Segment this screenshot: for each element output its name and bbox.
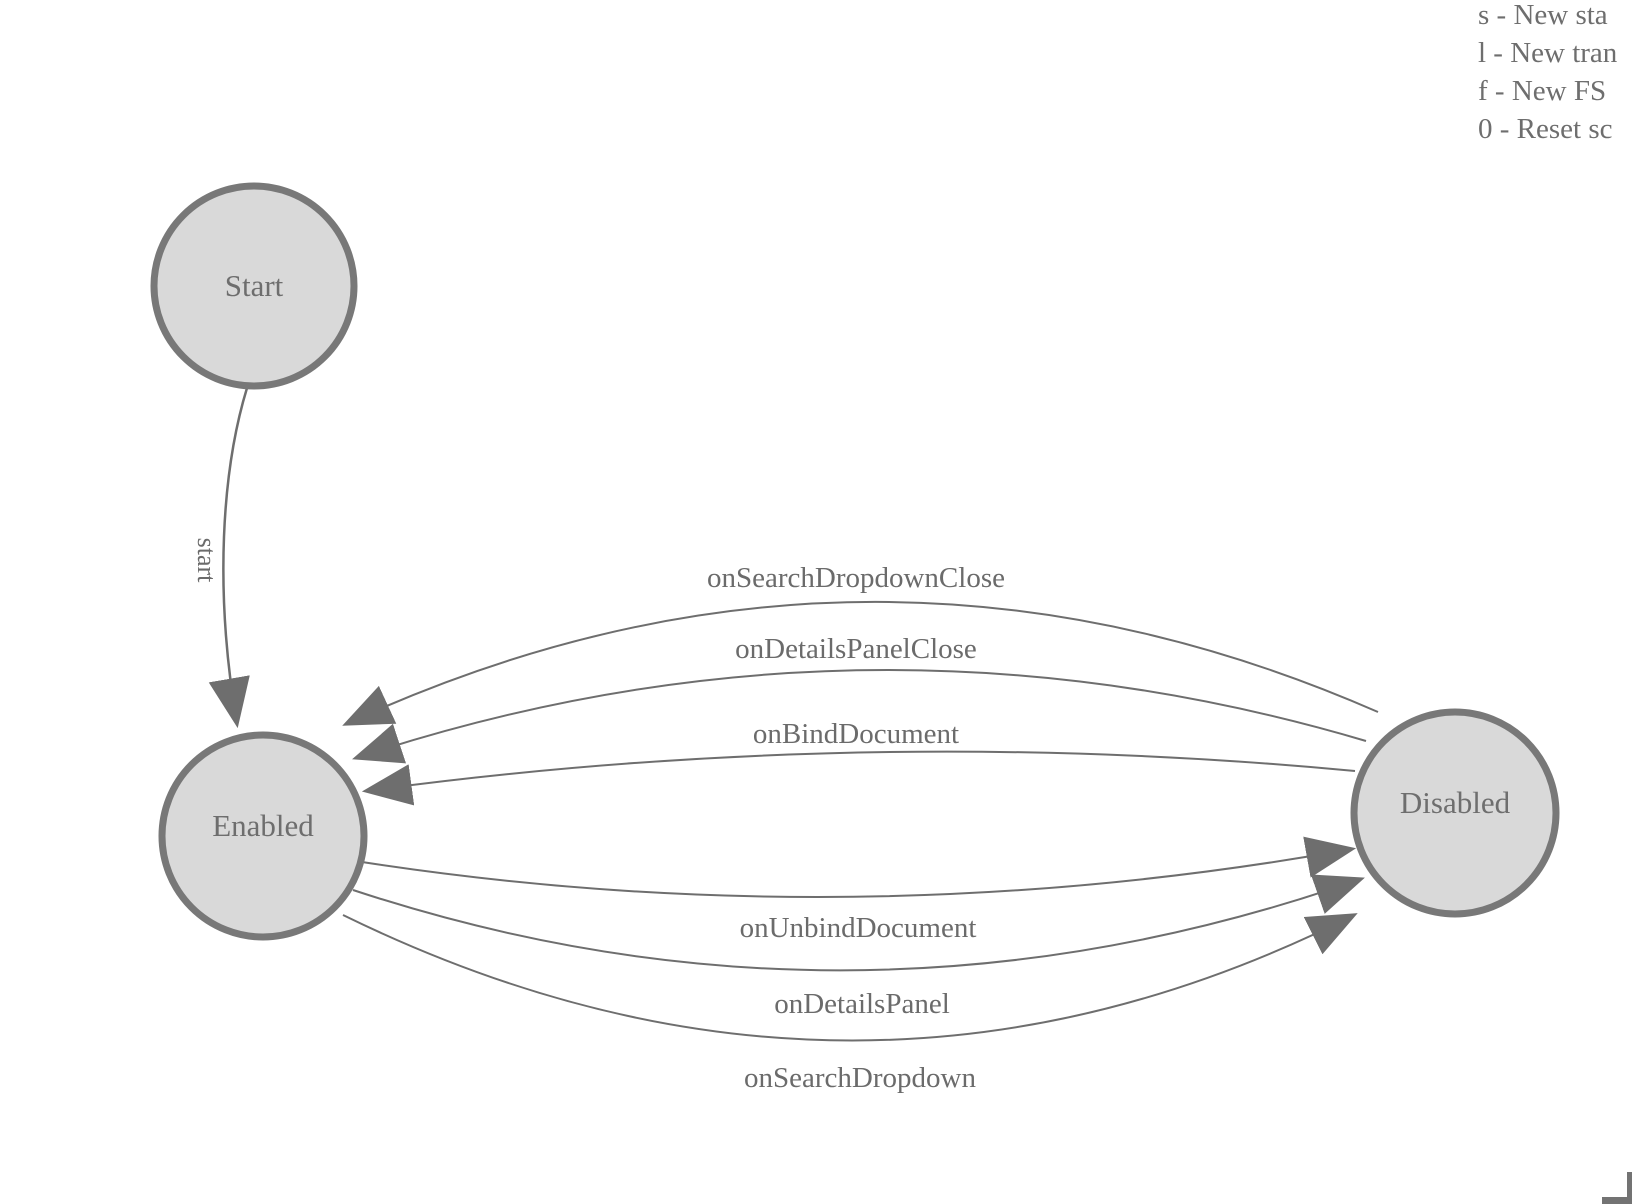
edge-on-search-dropdown	[342, 913, 1358, 1042]
state-enabled-circle[interactable]	[158, 731, 368, 941]
state-disabled-circle[interactable]	[1350, 708, 1560, 918]
state-node-enabled[interactable]: Enabled	[158, 731, 368, 941]
legend-line-new-transition: l - New tran	[1478, 37, 1618, 69]
legend-line-reset-scale: 0 - Reset sc	[1478, 113, 1613, 145]
edge-label-on-search-dropdown-close: onSearchDropdownClose	[707, 562, 1005, 594]
state-disabled-label: Disabled	[1400, 785, 1511, 820]
edge-labels: start onSearchDropdownClose onDetailsPan…	[192, 538, 1005, 1094]
edge-label-on-details-panel-close: onDetailsPanelClose	[735, 633, 977, 665]
legend-line-new-fsm: f - New FS	[1478, 75, 1607, 107]
edge-label-on-details-panel: onDetailsPanel	[774, 988, 950, 1020]
edge-on-unbind-document	[361, 836, 1357, 898]
state-node-start[interactable]: Start	[150, 182, 358, 390]
edge-on-details-panel	[352, 874, 1365, 972]
edges	[208, 387, 1379, 1042]
state-enabled-label: Enabled	[212, 808, 314, 843]
state-start-label: Start	[225, 268, 284, 303]
legend-line-new-state: s - New sta	[1478, 0, 1608, 31]
edge-on-bind-document	[361, 750, 1356, 806]
state-node-disabled[interactable]: Disabled	[1350, 708, 1560, 918]
edge-label-on-bind-document: onBindDocument	[753, 718, 959, 750]
edge-on-search-dropdown-close	[342, 601, 1379, 726]
corner-fragment-horizontal-bar	[1602, 1197, 1632, 1204]
edge-on-details-panel-close	[352, 669, 1367, 764]
shortcuts-legend: s - New sta l - New tran f - New FS 0 - …	[1478, 0, 1617, 148]
state-start-circle[interactable]	[150, 182, 358, 390]
corner-ui-fragment	[1602, 1172, 1632, 1204]
edge-label-start: start	[192, 538, 221, 584]
corner-fragment-vertical-bar	[1627, 1172, 1632, 1204]
edge-label-on-unbind-document: onUnbindDocument	[740, 912, 977, 944]
edge-label-on-search-dropdown: onSearchDropdown	[744, 1062, 976, 1094]
edge-start	[208, 387, 250, 729]
